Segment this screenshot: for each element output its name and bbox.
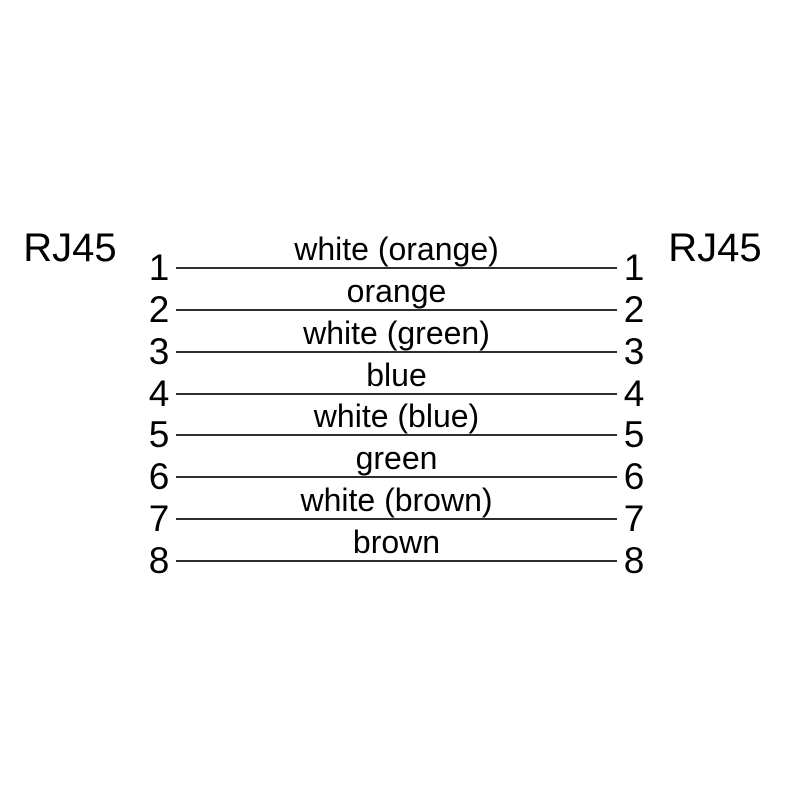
wire-line: [176, 518, 617, 520]
right-pin-number: 2: [623, 289, 645, 330]
wire-line: [176, 309, 617, 311]
wire-line: [176, 560, 617, 562]
right-connector-label: RJ45: [668, 226, 762, 270]
left-connector-label: RJ45: [23, 226, 117, 270]
wire-color-label: blue: [366, 357, 427, 393]
left-pin-number: 3: [148, 331, 170, 372]
left-pin-number: 4: [148, 373, 170, 414]
wire-line: [176, 434, 617, 436]
wire-line: [176, 267, 617, 269]
wire-color-label: white (brown): [300, 482, 493, 518]
left-pin-number: 2: [148, 289, 170, 330]
wire-color-label: green: [355, 440, 438, 476]
wire-line: [176, 476, 617, 478]
left-pin-number: 6: [148, 456, 170, 497]
right-pin-number: 5: [623, 414, 645, 455]
wire-color-label: brown: [352, 524, 441, 560]
right-pin-number: 1: [623, 247, 645, 288]
right-pin-number: 8: [623, 540, 645, 581]
left-pin-number: 5: [148, 414, 170, 455]
right-pin-number: 6: [623, 456, 645, 497]
wire-color-label: orange: [346, 273, 447, 309]
wire-color-label: white (green): [303, 315, 490, 351]
right-pin-number: 4: [623, 373, 645, 414]
wire-line: [176, 351, 617, 353]
left-pin-number: 7: [148, 498, 170, 539]
wire-color-label: white (orange): [294, 231, 499, 267]
right-pin-number: 7: [623, 498, 645, 539]
left-pin-number: 8: [148, 540, 170, 581]
left-pin-number: 1: [148, 247, 170, 288]
wire-line: [176, 393, 617, 395]
wire-color-label: white (blue): [313, 398, 480, 434]
right-pin-number: 3: [623, 331, 645, 372]
